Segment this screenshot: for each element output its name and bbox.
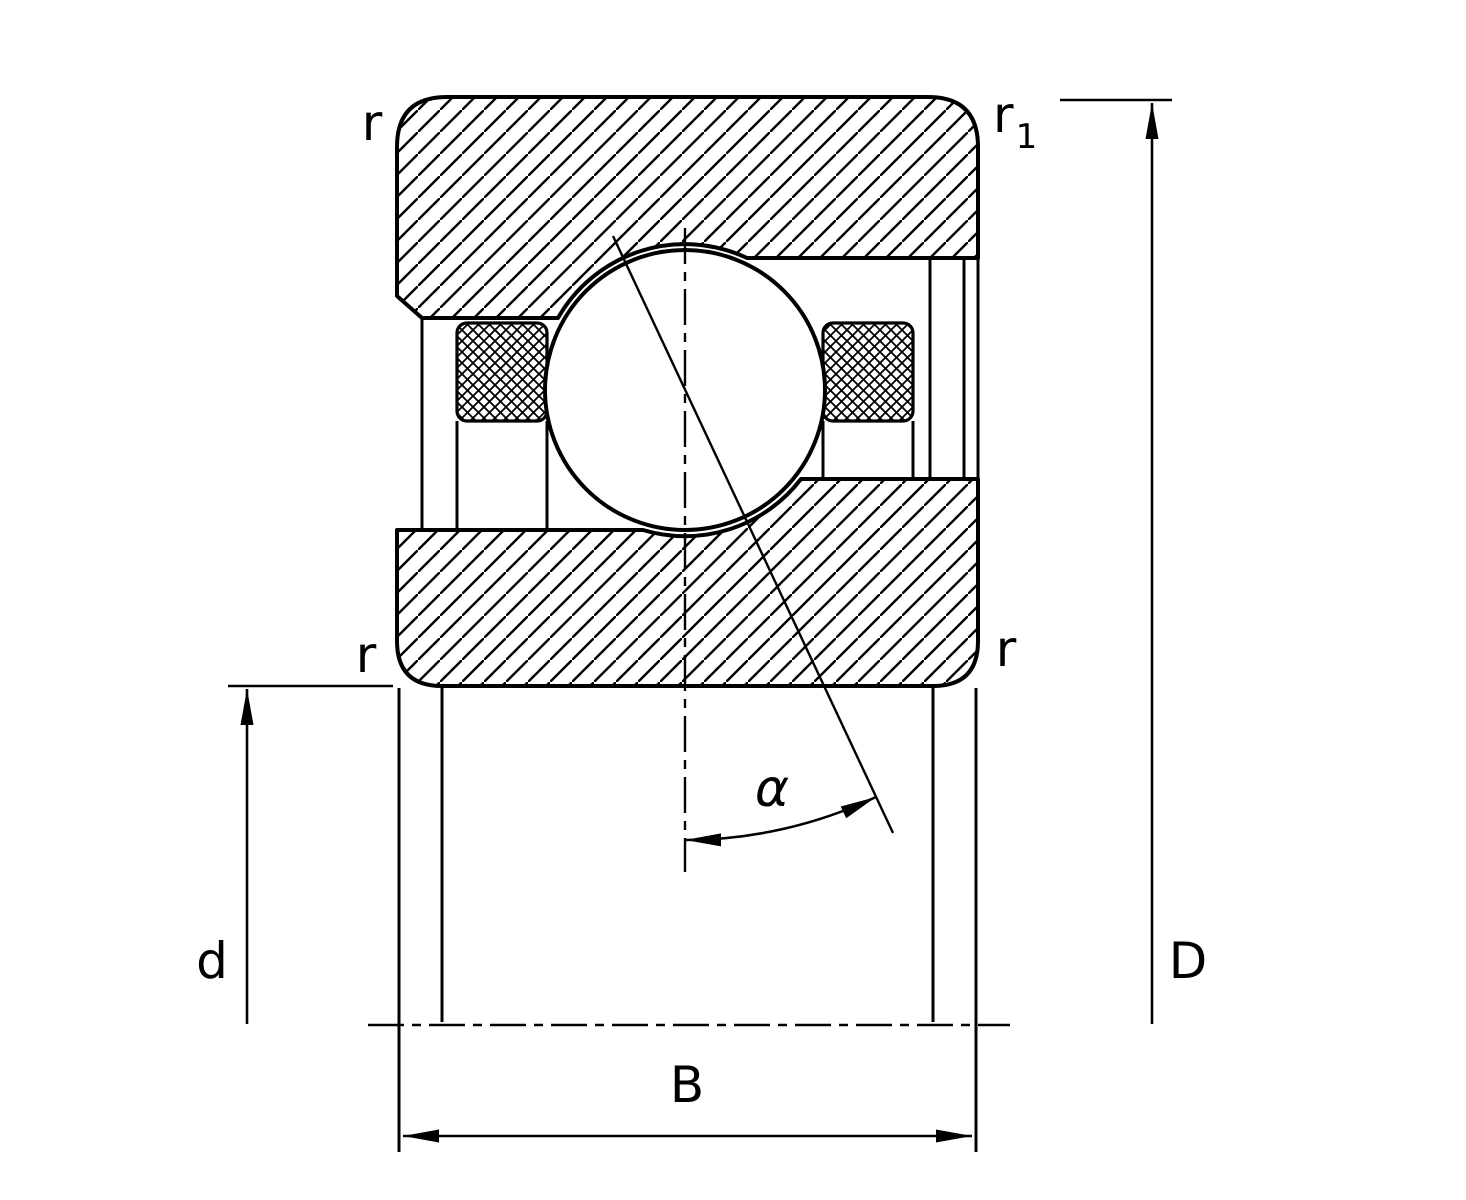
radius-top-left-label: r <box>362 94 383 152</box>
radius-top-right-base: r <box>993 86 1014 144</box>
contact-angle-line <box>611 235 895 834</box>
seal-right <box>821 321 915 423</box>
radius-bottom-right-label: r <box>996 620 1017 678</box>
contact-angle-arc <box>684 795 877 847</box>
reference-lines <box>368 228 1010 1027</box>
labels: r r1 r r d D B α <box>196 86 1207 1114</box>
outside-diameter-label: D <box>1169 932 1208 990</box>
bore-diameter-label: d <box>196 932 228 990</box>
dimensions <box>228 98 1172 1143</box>
width-label: B <box>670 1056 704 1114</box>
contact-angle-label: α <box>755 759 789 819</box>
bore-face-lines <box>397 688 978 1152</box>
radius-top-right-subscript: 1 <box>1016 117 1038 157</box>
seal-left <box>455 321 549 423</box>
inner-ring <box>395 477 980 688</box>
radius-bottom-left-label: r <box>356 626 377 684</box>
bearing-section <box>395 95 980 688</box>
radius-top-right-label: r1 <box>993 86 1037 157</box>
